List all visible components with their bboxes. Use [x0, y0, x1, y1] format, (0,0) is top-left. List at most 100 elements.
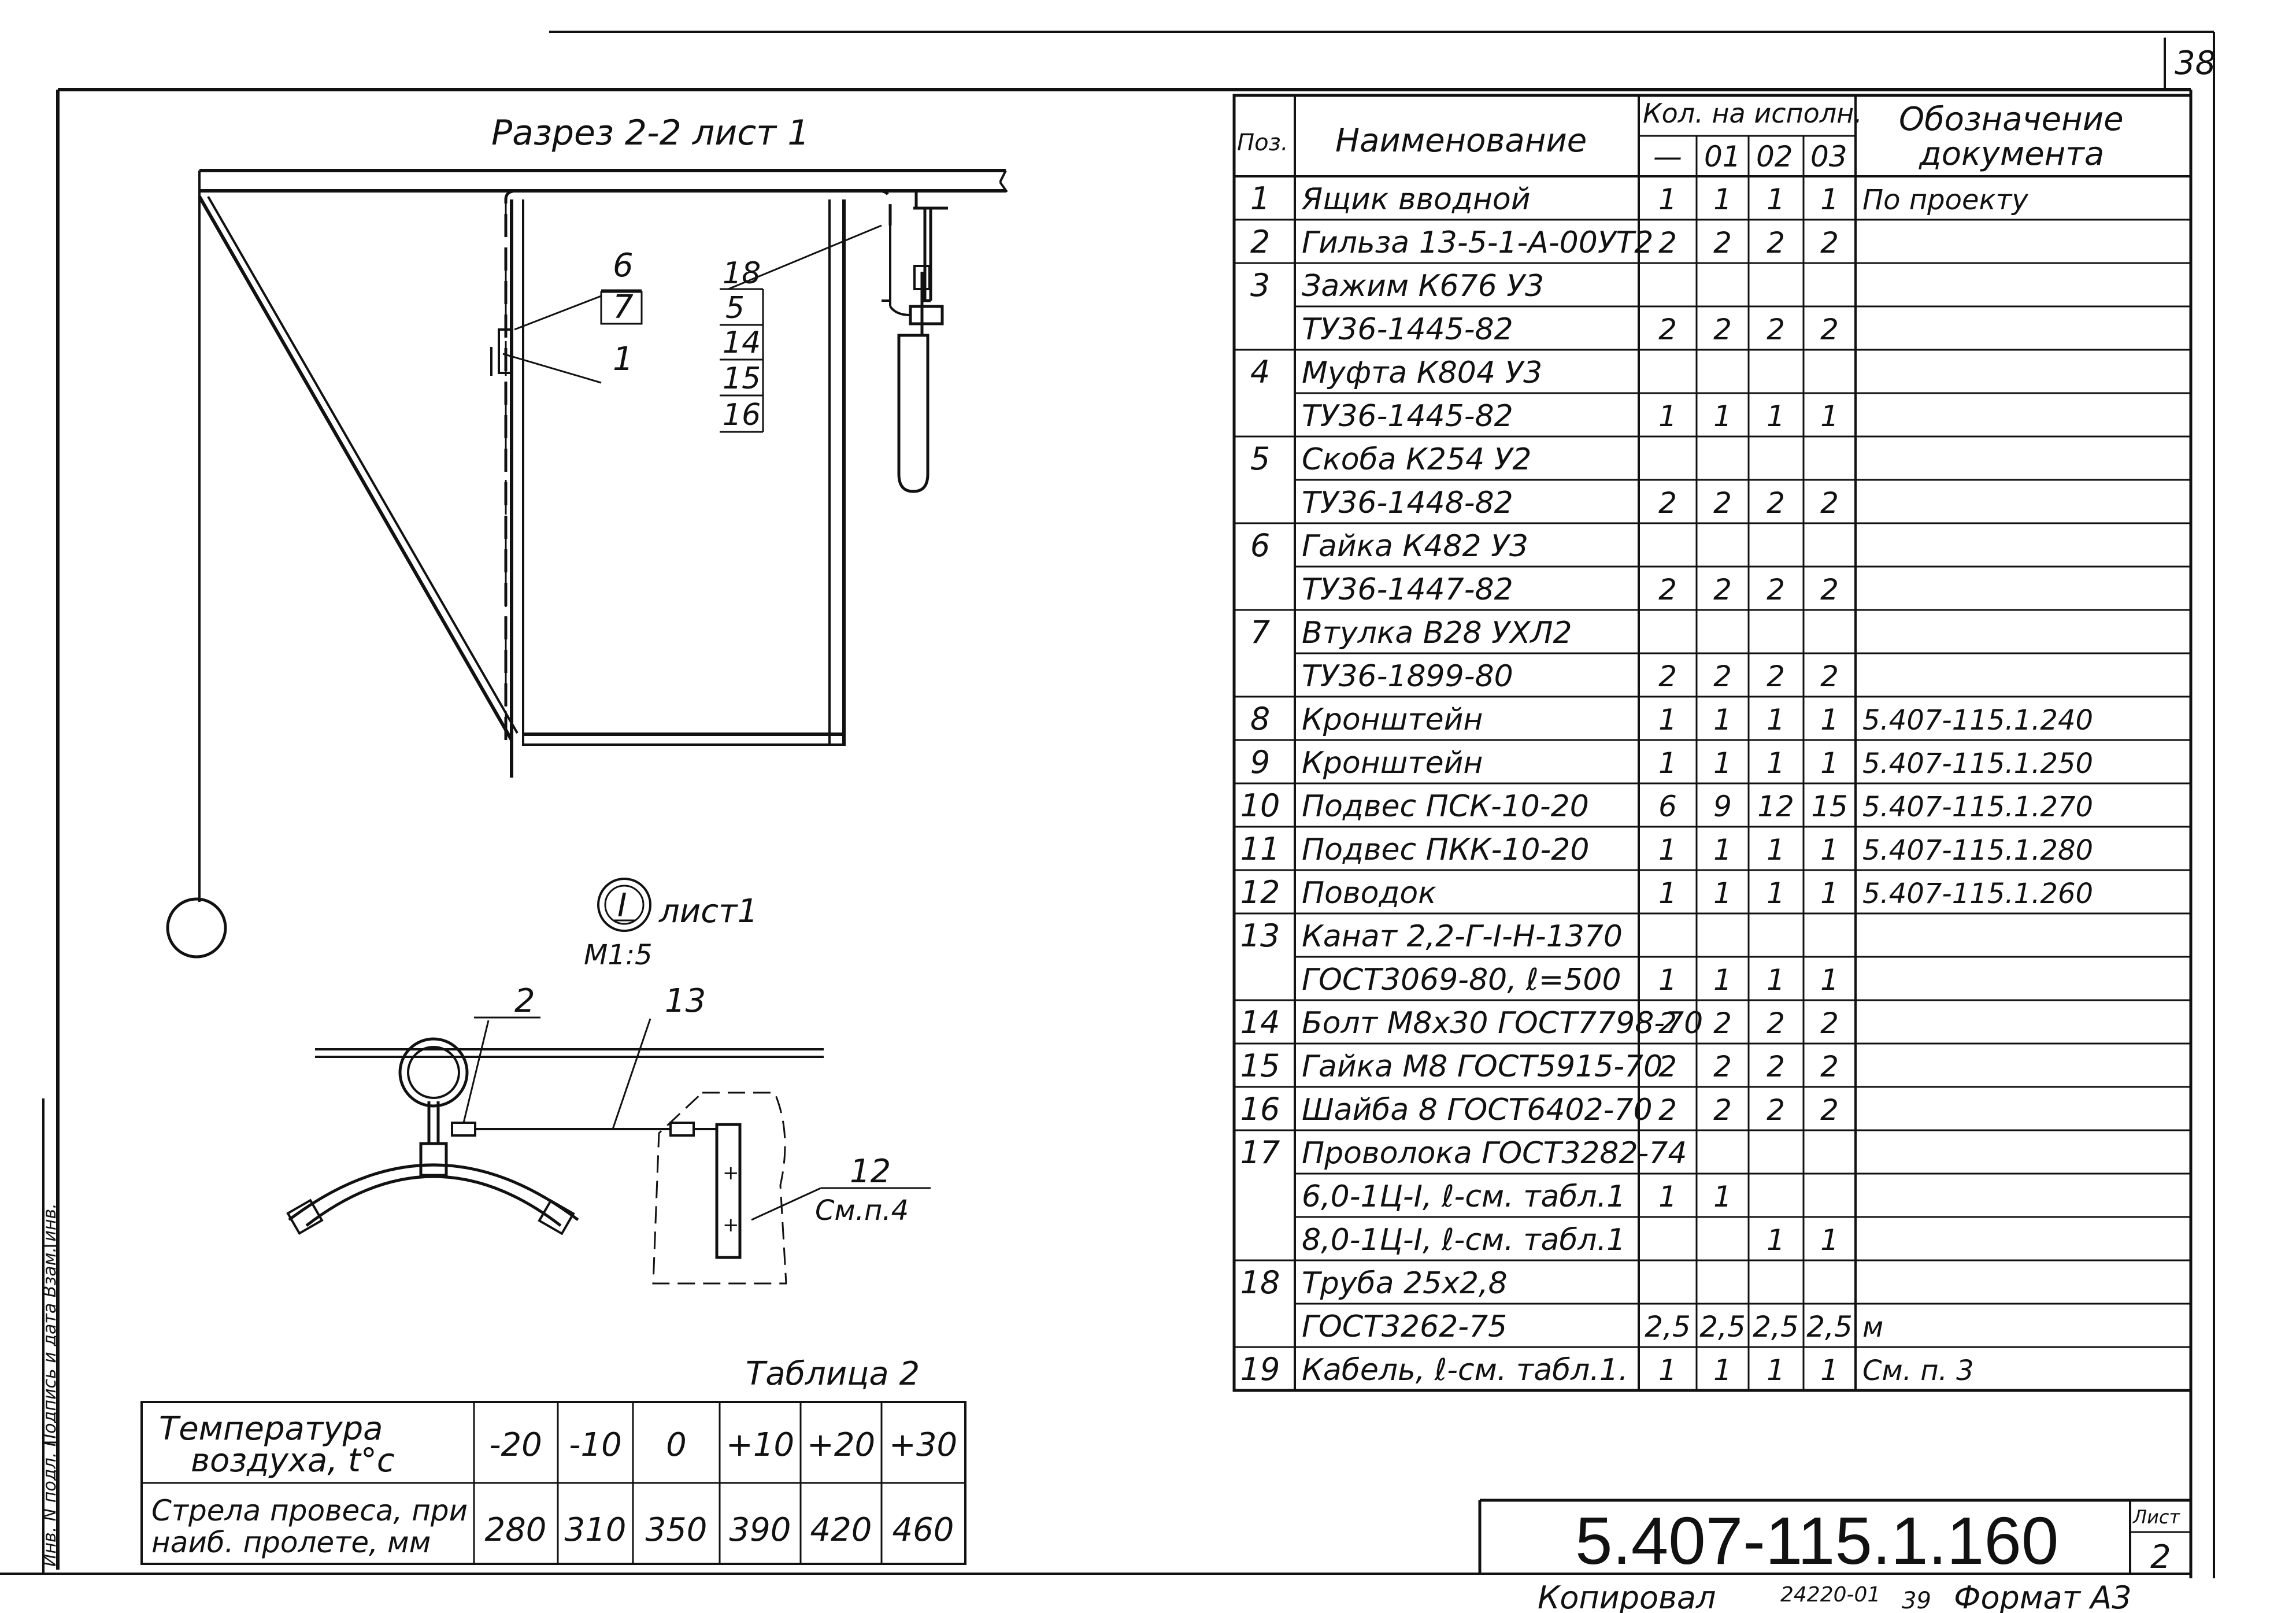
callout-1: 1	[613, 341, 634, 378]
spec-name: Муфта К804 У3	[1302, 356, 1542, 390]
detail-sheet-ref: лист1	[658, 893, 758, 930]
spec-qty: 2	[1820, 1007, 1839, 1040]
title-block: 5.407-115.1.160 Лист 2	[1478, 1499, 2191, 1578]
spec-pos: 8	[1250, 701, 1270, 737]
spec-qty: 1	[1767, 746, 1785, 780]
spec-qty: 1	[1767, 183, 1785, 216]
spec-qty: 1	[1820, 1223, 1839, 1257]
spec-qty: 1	[1820, 876, 1839, 910]
spec-qty: 2,5	[1753, 1310, 1799, 1344]
spec-pos: 18	[1240, 1264, 1280, 1301]
detail-view: + +	[286, 1016, 931, 1285]
spec-name: ТУ36-1899-80	[1302, 659, 1513, 694]
spec-doc: 5.407-115.1.260	[1862, 878, 2093, 910]
spec-name: Гильза 13-5-1-А-00УТ2	[1302, 225, 1653, 260]
callout-7: 7	[613, 288, 634, 326]
spec-qty: 1	[1767, 1223, 1785, 1257]
spec-qty: 1	[1658, 1180, 1677, 1214]
spec-qty: 2	[1767, 1050, 1785, 1083]
sag-value-cell: 420	[810, 1511, 872, 1549]
spec-pos: 13	[1240, 918, 1280, 954]
spec-qty: 2	[1658, 573, 1677, 606]
spec-qty: 2	[1767, 1093, 1785, 1127]
spec-qty: 1	[1658, 183, 1677, 216]
spec-name: Кронштейн	[1302, 702, 1483, 737]
spec-qty: 2	[1713, 226, 1732, 260]
spec-name: Гайка М8 ГОСТ5915-70	[1302, 1049, 1662, 1084]
spec-qty: 15	[1811, 790, 1848, 823]
title-sheet-label: Лист	[2132, 1506, 2180, 1528]
svg-text:+: +	[723, 1161, 739, 1185]
sag-temp-cell: +10	[726, 1426, 794, 1464]
callout-stack-3: 15	[723, 361, 761, 396]
spec-pos: 11	[1240, 831, 1280, 867]
sag-temp-cell: +20	[807, 1426, 875, 1464]
spec-qty: 2	[1713, 1093, 1732, 1127]
spec-doc: 5.407-115.1.270	[1862, 791, 2093, 823]
sag-temp-cell: -20	[489, 1426, 542, 1464]
spec-qty: 1	[1767, 833, 1785, 867]
spec-doc: См. п. 3	[1862, 1355, 1974, 1387]
spec-name: Кабель, ℓ-см. табл.1.	[1302, 1353, 1628, 1388]
spec-pos: 3	[1250, 267, 1270, 304]
spec-qty: 2	[1767, 313, 1785, 346]
spec-qty: 1	[1713, 1180, 1732, 1214]
footer-page-ref: 39	[1902, 1588, 1931, 1613]
sag-table-caption: Таблица 2	[746, 1355, 920, 1393]
spec-pos: 14	[1240, 1004, 1280, 1041]
spec-qty: 2	[1820, 313, 1839, 346]
spec-qty: 1	[1767, 1353, 1785, 1387]
spec-qty: 1	[1767, 399, 1785, 433]
spec-qty: 1	[1658, 963, 1677, 997]
spec-doc: м	[1862, 1311, 1883, 1344]
section-title: Разрез 2-2 лист 1	[491, 113, 809, 153]
spec-qty: 2	[1713, 486, 1732, 520]
spec-pos: 5	[1250, 441, 1270, 477]
spec-qty: 1	[1820, 399, 1839, 433]
spec-header-name: Наименование	[1335, 122, 1587, 160]
sag-temp-cell: +30	[889, 1426, 957, 1464]
spec-qty: 2	[1658, 660, 1677, 693]
spec-qty: 2	[1820, 226, 1839, 260]
spec-qty: 2	[1658, 1093, 1677, 1127]
sag-value-cell: 310	[565, 1511, 627, 1549]
spec-qty: 1	[1658, 833, 1677, 867]
spec-qty: 1	[1713, 746, 1732, 780]
sag-row2-label-1: Стрела провеса, при	[151, 1494, 468, 1527]
spec-qty: 2,5	[1806, 1310, 1853, 1344]
spec-name: ТУ36-1445-82	[1302, 399, 1513, 434]
spec-qty: 2	[1713, 660, 1732, 693]
spec-name: Подвес ПСК-10-20	[1302, 789, 1589, 824]
spec-name: Кронштейн	[1302, 746, 1483, 780]
spec-qty: 1	[1820, 1353, 1839, 1387]
spec-name: ГОСТ3069-80, ℓ=500	[1302, 963, 1621, 997]
spec-qty: 2	[1713, 313, 1732, 346]
spec-qty: 2	[1658, 486, 1677, 520]
sag-value-cell: 350	[646, 1511, 708, 1549]
spec-header-doc-1: Обозначение	[1899, 101, 2124, 138]
detail-callouts: 2 13 12 См.п.4	[514, 982, 909, 1227]
callout-2: 2	[514, 982, 535, 1020]
spec-qty: 2	[1658, 1050, 1677, 1083]
spec-doc: По проекту	[1862, 184, 2028, 216]
spec-qty: 1	[1658, 399, 1677, 433]
spec-qty: 1	[1713, 183, 1732, 216]
spec-qty: 1	[1820, 833, 1839, 867]
spec-name: ТУ36-1447-82	[1302, 572, 1513, 607]
spec-pos: 12	[1240, 874, 1280, 911]
spec-qty: 1	[1767, 876, 1785, 910]
callout-stack-0: 18	[723, 256, 761, 291]
spec-qty: 1	[1713, 1353, 1732, 1387]
spec-table: Поз. Наименование Кол. на исполн. — 01 0…	[1232, 94, 2193, 1392]
spec-pos: 9	[1250, 744, 1270, 780]
spec-qty: 1	[1820, 746, 1839, 780]
spec-pos: 15	[1240, 1048, 1280, 1084]
svg-text:+: +	[723, 1214, 739, 1237]
spec-qty: 2	[1767, 486, 1785, 520]
title-designation: 5.407-115.1.160	[1575, 1503, 2058, 1578]
spec-qty: 9	[1713, 790, 1732, 823]
sag-row1-label-1: Температура	[159, 1410, 383, 1448]
spec-pos: 1	[1250, 180, 1270, 217]
